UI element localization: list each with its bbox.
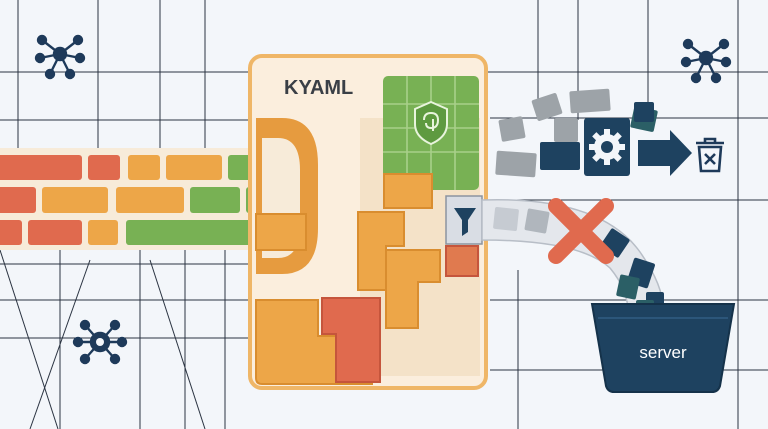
brick — [166, 155, 222, 180]
server-label: server — [639, 343, 687, 362]
server-bucket: server — [590, 303, 736, 393]
brick — [42, 187, 108, 213]
x-mark-icon — [548, 198, 614, 264]
network-node-icon — [680, 38, 732, 84]
trash-icon — [696, 137, 724, 173]
brick — [0, 187, 36, 213]
brick — [0, 220, 22, 245]
brick — [116, 187, 184, 213]
brick — [128, 155, 160, 180]
input-brick-stream — [0, 148, 292, 250]
brick — [88, 155, 120, 180]
processor-title: KYAML — [284, 77, 353, 99]
filter-node — [445, 195, 483, 245]
brick — [28, 220, 82, 245]
network-node-icon — [34, 34, 86, 80]
shield-icon — [414, 100, 448, 146]
parsed-blocks — [255, 173, 479, 385]
brick — [0, 155, 82, 180]
gear-icon — [589, 129, 625, 165]
brick — [88, 220, 118, 245]
network-gear-node-icon — [72, 319, 128, 365]
kyaml-processor-panel: KYAML — [248, 54, 488, 390]
filter-funnel-icon — [454, 208, 476, 236]
discard-stream — [495, 88, 692, 178]
brick — [190, 187, 240, 213]
brick — [126, 220, 282, 245]
validation-grid — [383, 76, 479, 190]
